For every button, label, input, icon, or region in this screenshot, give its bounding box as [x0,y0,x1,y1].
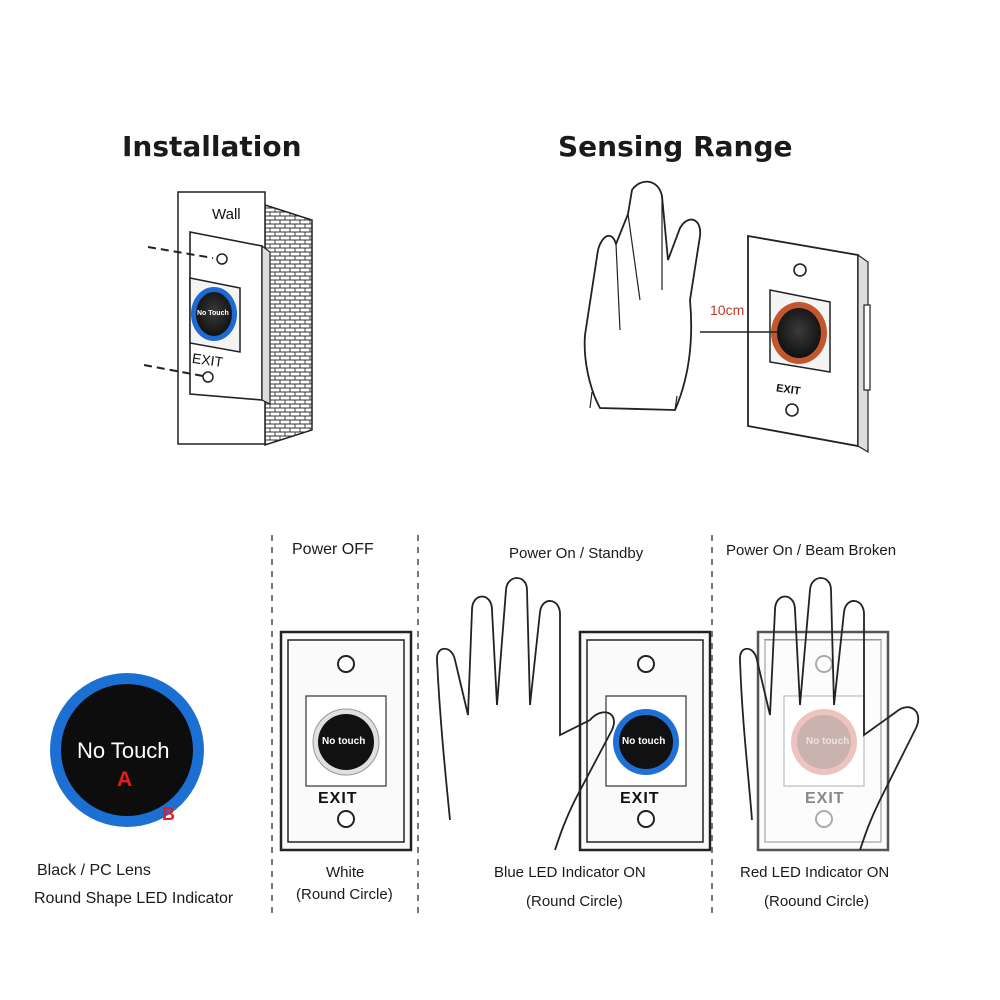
panel-standby [436,577,712,852]
beam-broken-button [797,715,851,769]
standby-button [619,715,673,769]
power-off-button [318,714,374,770]
state-standby-caption1: Blue LED Indicator ON [494,864,646,881]
hand-icon [739,577,920,851]
brick-wall [264,203,313,447]
installation-title: Installation [122,130,302,163]
distance-label: 10cm [710,302,745,318]
installation-button-text: No Touch [197,310,229,317]
sensing-button [777,308,821,358]
marker-a: A [117,768,133,791]
state-beam-broken-caption2: (Roound Circle) [764,893,870,910]
state-beam-broken-exit: EXIT [805,790,845,807]
panel-power-off [279,630,413,852]
panel-beam-broken [739,577,920,852]
state-standby-caption2: (Round Circle) [526,893,623,910]
state-standby-exit: EXIT [620,790,660,807]
screw-top [147,246,214,259]
state-power-off-caption1: White [326,864,365,881]
black-pc-lens [61,684,193,816]
state-beam-broken-button-text: No touch [806,736,850,747]
state-beam-broken-heading: Power On / Beam Broken [726,542,897,559]
state-power-off-exit: EXIT [318,790,358,807]
wall-label: Wall [212,206,241,223]
lens-caption-line2: Round Shape LED Indicator [34,890,234,907]
sensing-range-drawing [583,180,871,454]
lens-caption-line1: Black / PC Lens [37,862,151,879]
state-power-off-heading: Power OFF [292,541,374,558]
lens-button-text: No Touch [77,738,170,763]
marker-b: B [162,804,175,824]
screw-bottom [143,364,204,377]
installation-button [196,292,232,336]
state-beam-broken-caption1: Red LED Indicator ON [740,864,890,881]
sensing-range-title: Sensing Range [558,130,793,163]
state-power-off-button-text: No touch [322,736,366,747]
lens-closeup [50,673,204,827]
installation-drawing [143,191,313,447]
hand-icon [436,577,615,851]
hand-icon [583,180,701,411]
state-standby-button-text: No touch [622,736,666,747]
state-power-off-caption2: (Round Circle) [296,886,393,903]
state-standby-heading: Power On / Standby [509,545,644,562]
